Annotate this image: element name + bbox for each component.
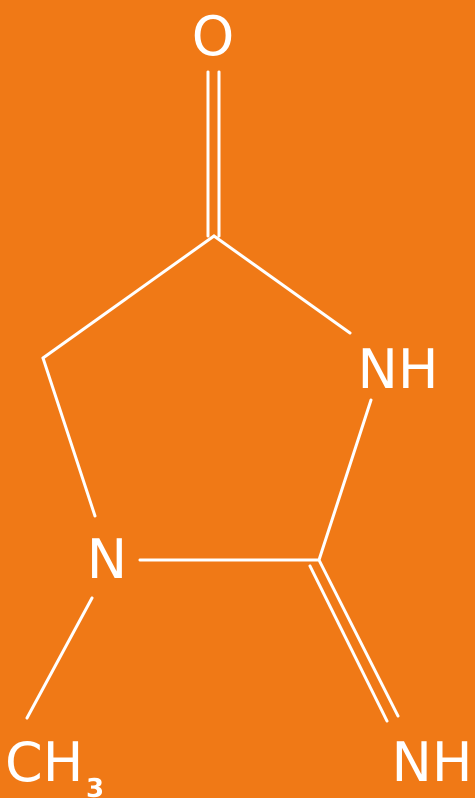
bond-n-methyl	[25, 596, 94, 720]
atom-ring-nh: NH	[358, 338, 439, 401]
atom-carbonyl-oxygen: O	[192, 5, 235, 68]
atom-methyl: CH	[5, 731, 83, 794]
double-bond-cn-inner	[308, 564, 389, 723]
double-bond-cn-outer	[317, 558, 400, 718]
bond-c5-n	[41, 356, 97, 518]
bond-nh-c2	[317, 398, 373, 562]
atom-ring-n: N	[87, 528, 127, 591]
bond-c4-c5	[41, 234, 216, 360]
atom-imine-nh: NH	[392, 731, 473, 794]
atom-methyl-subscript: 3	[86, 774, 104, 798]
bond-c4-nh	[212, 234, 352, 335]
